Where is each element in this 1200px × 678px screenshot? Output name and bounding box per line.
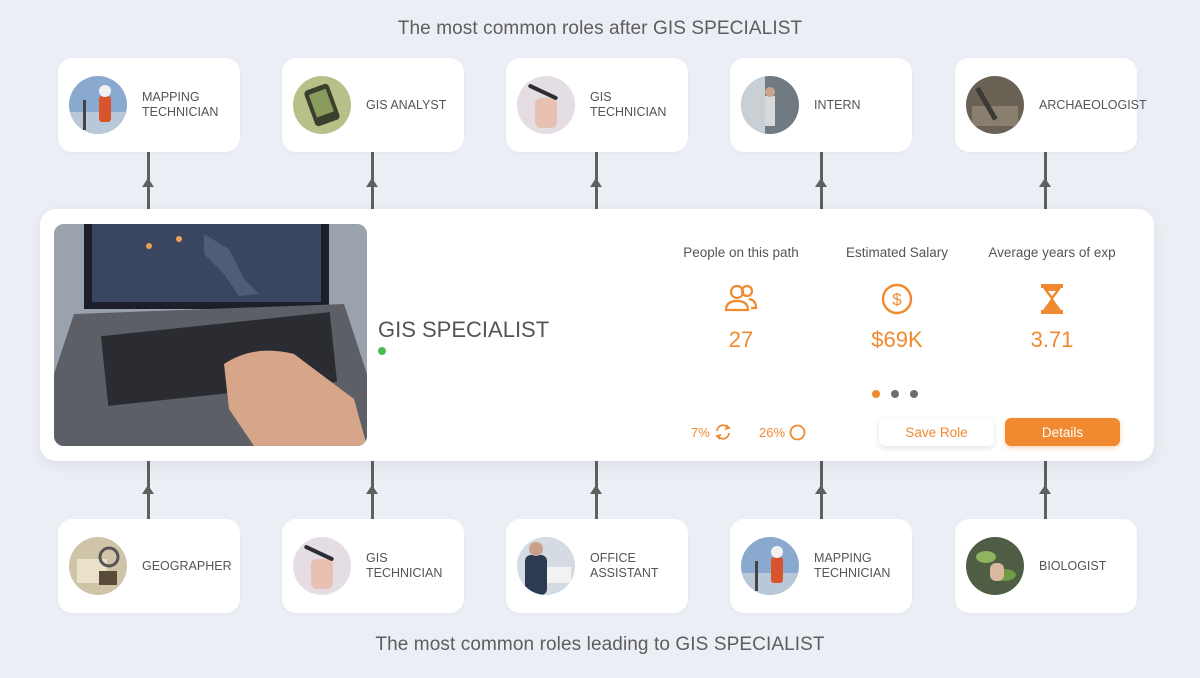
people-on-path-value: 27	[728, 327, 754, 352]
estimated-salary-value: $69K	[871, 327, 923, 352]
svg-text:$: $	[892, 290, 902, 309]
hourglass-icon	[1040, 283, 1064, 320]
refresh-icon	[715, 424, 731, 440]
plant-photo-icon	[966, 537, 1024, 595]
role-label: GIS TECHNICIAN	[366, 551, 443, 580]
estimated-salary-label: Estimated Salary	[845, 245, 949, 260]
metric-circle: 26%	[759, 424, 806, 441]
pager-dot[interactable]	[910, 390, 918, 398]
surveyor-photo-icon	[69, 76, 127, 134]
laptop-map-photo-icon	[54, 224, 367, 446]
role-label: GEOGRAPHER	[142, 558, 232, 573]
role-label: MAPPING TECHNICIAN	[142, 90, 219, 119]
next-role-card-intern[interactable]: INTERN	[730, 58, 912, 152]
metric-value: 26%	[759, 425, 786, 440]
status-dot	[378, 347, 386, 355]
role-label: ARCHAEOLOGIST	[1039, 97, 1147, 112]
map-tools-photo-icon	[69, 537, 127, 595]
people-icon	[724, 283, 758, 318]
circle-icon	[789, 424, 806, 441]
dollar-icon: $	[881, 283, 913, 320]
save-role-button[interactable]: Save Role	[879, 418, 994, 446]
pager-dot-active[interactable]	[872, 390, 880, 398]
stylus-photo-icon	[293, 537, 351, 595]
arrow-up-icon	[366, 178, 378, 187]
previous-roles-heading: The most common roles leading to GIS SPE…	[375, 634, 825, 655]
next-role-card-gis-technician[interactable]: GIS TECHNICIAN	[506, 58, 688, 152]
arrow-up-icon	[1039, 178, 1051, 187]
previous-role-card-gis-technician[interactable]: GIS TECHNICIAN	[282, 519, 464, 613]
previous-role-card-biologist[interactable]: BIOLOGIST	[955, 519, 1137, 613]
current-role-card: GIS SPECIALIST People on this path 27 Es…	[40, 209, 1154, 461]
average-years-value: 3.71	[1030, 327, 1074, 352]
arrow-up-icon	[142, 485, 154, 494]
previous-role-card-mapping-technician[interactable]: MAPPING TECHNICIAN	[730, 519, 912, 613]
pager-dot[interactable]	[891, 390, 899, 398]
role-label: GIS ANALYST	[366, 97, 447, 112]
next-role-card-mapping-technician[interactable]: MAPPING TECHNICIAN	[58, 58, 240, 152]
excavation-photo-icon	[966, 76, 1024, 134]
next-roles-heading: The most common roles after GIS SPECIALI…	[397, 18, 803, 39]
next-role-card-archaeologist[interactable]: ARCHAEOLOGIST	[955, 58, 1147, 152]
role-label: BIOLOGIST	[1039, 558, 1107, 573]
arrow-up-icon	[142, 178, 154, 187]
role-title: GIS SPECIALIST	[378, 317, 550, 342]
details-button[interactable]: Details	[1005, 418, 1120, 446]
role-label: MAPPING TECHNICIAN	[814, 551, 891, 580]
next-role-card-gis-analyst[interactable]: GIS ANALYST	[282, 58, 464, 152]
metric-refresh: 7%	[691, 424, 732, 440]
role-label: INTERN	[814, 97, 861, 112]
arrow-up-icon	[590, 485, 602, 494]
office-photo-icon	[517, 537, 575, 595]
metric-value: 7%	[691, 424, 710, 440]
arrow-up-icon	[366, 485, 378, 494]
previous-role-card-office-assistant[interactable]: OFFICE ASSISTANT	[506, 519, 688, 613]
gps-device-photo-icon	[293, 76, 351, 134]
arrow-up-icon	[1039, 485, 1051, 494]
role-label: GIS TECHNICIAN	[590, 90, 667, 119]
surveyor-photo-icon	[741, 537, 799, 595]
arrow-up-icon	[590, 178, 602, 187]
stylus-photo-icon	[517, 76, 575, 134]
people-on-path-label: People on this path	[683, 245, 799, 260]
arrow-up-icon	[815, 178, 827, 187]
arrow-up-icon	[815, 485, 827, 494]
role-label: OFFICE ASSISTANT	[590, 551, 659, 580]
average-years-label: Average years of exp	[988, 245, 1116, 260]
previous-role-card-geographer[interactable]: GEOGRAPHER	[58, 519, 240, 613]
intern-photo-icon	[741, 76, 799, 134]
